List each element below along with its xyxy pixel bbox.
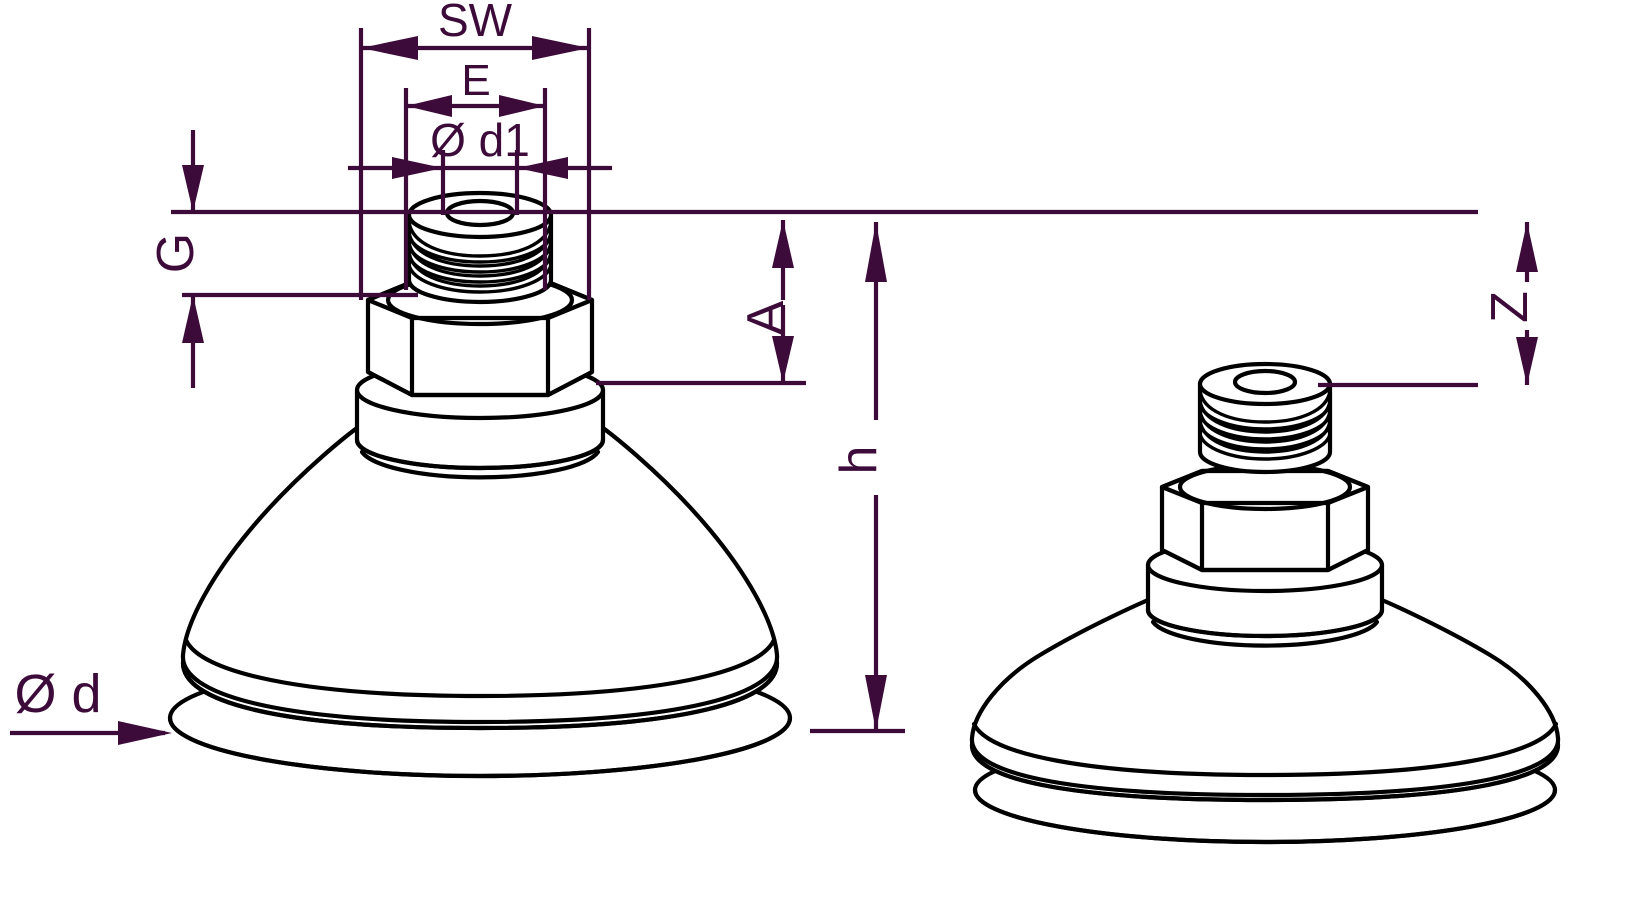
left-cup-threaded-stud bbox=[406, 190, 554, 305]
dimension-e: E bbox=[403, 56, 548, 290]
d1-arrow-right bbox=[517, 157, 568, 179]
right-cup-hex-nut bbox=[1159, 462, 1371, 573]
right-stud-thread-lines bbox=[1198, 389, 1332, 461]
d1-arrow-left bbox=[392, 157, 443, 179]
a-arrow-top bbox=[772, 220, 794, 268]
z-label: Z bbox=[1481, 291, 1539, 323]
d-label: Ø d bbox=[14, 664, 101, 724]
h-label: h bbox=[830, 446, 888, 475]
left-stud-thread-lines bbox=[407, 220, 553, 294]
d1-label: Ø d1 bbox=[430, 114, 530, 166]
d-leader-arrow bbox=[118, 721, 172, 745]
right-cup-threaded-stud bbox=[1197, 361, 1333, 475]
z-arrow-bottom bbox=[1516, 337, 1538, 385]
e-arrow-right bbox=[499, 95, 545, 117]
dimension-a: A bbox=[596, 220, 806, 386]
left-cup-bell-body bbox=[180, 425, 780, 725]
dimension-d1: Ø d1 bbox=[348, 114, 612, 215]
sw-arrow-right bbox=[532, 36, 589, 60]
left-suction-cup bbox=[167, 190, 793, 779]
right-suction-cup bbox=[969, 361, 1561, 845]
g-label: G bbox=[147, 233, 205, 273]
dimension-g: G bbox=[147, 130, 1478, 388]
dimension-d: Ø d bbox=[10, 664, 172, 745]
e-arrow-left bbox=[406, 95, 452, 117]
a-label: A bbox=[737, 300, 795, 335]
h-arrow-top bbox=[865, 222, 887, 282]
z-arrow-top bbox=[1516, 222, 1538, 272]
h-arrow-bottom bbox=[865, 675, 887, 731]
e-label: E bbox=[461, 56, 490, 105]
g-arrow-top bbox=[182, 165, 204, 212]
dimension-z: Z bbox=[1318, 222, 1539, 388]
a-arrow-bottom bbox=[772, 336, 794, 383]
sw-arrow-left bbox=[361, 36, 418, 60]
right-cup-dome-body bbox=[969, 597, 1561, 798]
sw-label: SW bbox=[438, 0, 513, 46]
g-arrow-bottom bbox=[182, 295, 204, 343]
dimension-h: h bbox=[810, 222, 905, 734]
dimension-sw: SW bbox=[358, 0, 592, 300]
